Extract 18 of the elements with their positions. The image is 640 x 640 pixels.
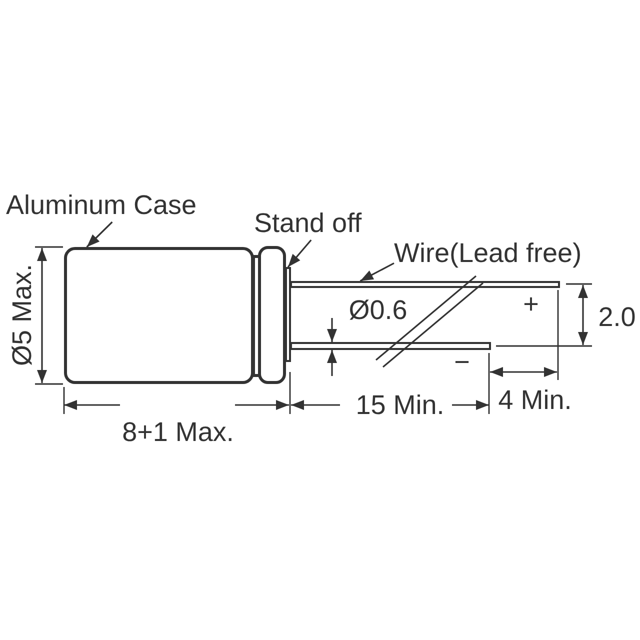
dimension-label: 2.0 <box>598 301 636 333</box>
polarity-sign: + <box>523 288 539 320</box>
sleeve-ring <box>252 246 286 384</box>
leader-arrow <box>360 262 394 282</box>
dimension-label: Ø0.6 <box>348 294 408 326</box>
dimension-label: − <box>454 346 470 378</box>
dimension-label: 15 Min. <box>356 389 444 421</box>
leader-arrow <box>86 221 113 248</box>
dimension-label: Ø5 Max. <box>6 264 38 366</box>
capacitor-case <box>64 247 254 384</box>
stand-off <box>285 267 291 362</box>
lead-wire <box>290 281 560 288</box>
part-label: Aluminum Case <box>6 188 197 222</box>
part-label: Stand off <box>254 206 362 240</box>
leader-arrow <box>287 239 312 268</box>
dimension-label: 4 Min. <box>498 384 572 416</box>
dimension-label: 8+1 Max. <box>122 416 234 448</box>
part-label: Wire(Lead free) <box>394 236 582 270</box>
